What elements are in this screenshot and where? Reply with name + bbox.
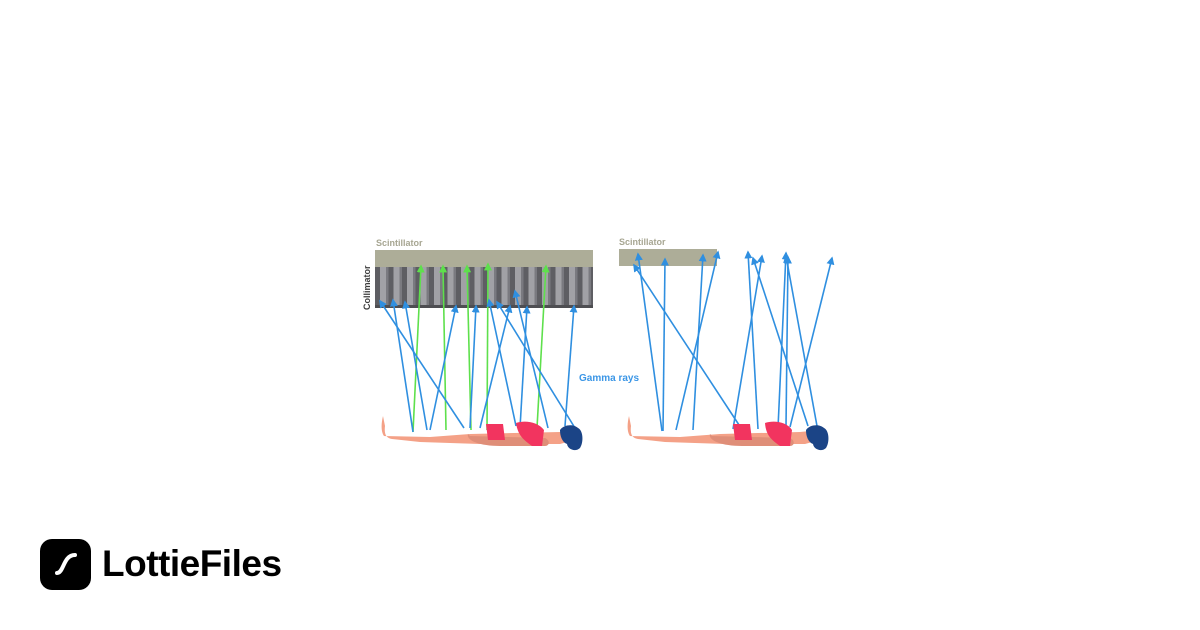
right-panel: Scintillator xyxy=(619,237,835,451)
blocked-rays xyxy=(379,289,578,433)
lottiefiles-brand: LottieFiles xyxy=(40,538,282,590)
accepted-rays xyxy=(412,262,550,433)
lottie-curve-icon xyxy=(40,538,91,590)
left-panel: Scintillator Collimator xyxy=(362,238,593,451)
patient-figure-right xyxy=(627,416,829,451)
scintillator-bar-left xyxy=(375,250,593,267)
collimator-label: Collimator xyxy=(362,265,372,310)
collimator-block xyxy=(375,267,593,307)
brand-name: LottieFiles xyxy=(102,543,282,584)
unfiltered-rays xyxy=(633,250,835,432)
gamma-rays-label: Gamma rays xyxy=(579,373,639,384)
scintillator-label-left: Scintillator xyxy=(376,238,423,248)
scintillator-label-right: Scintillator xyxy=(619,237,666,247)
patient-figure-left xyxy=(381,416,583,451)
